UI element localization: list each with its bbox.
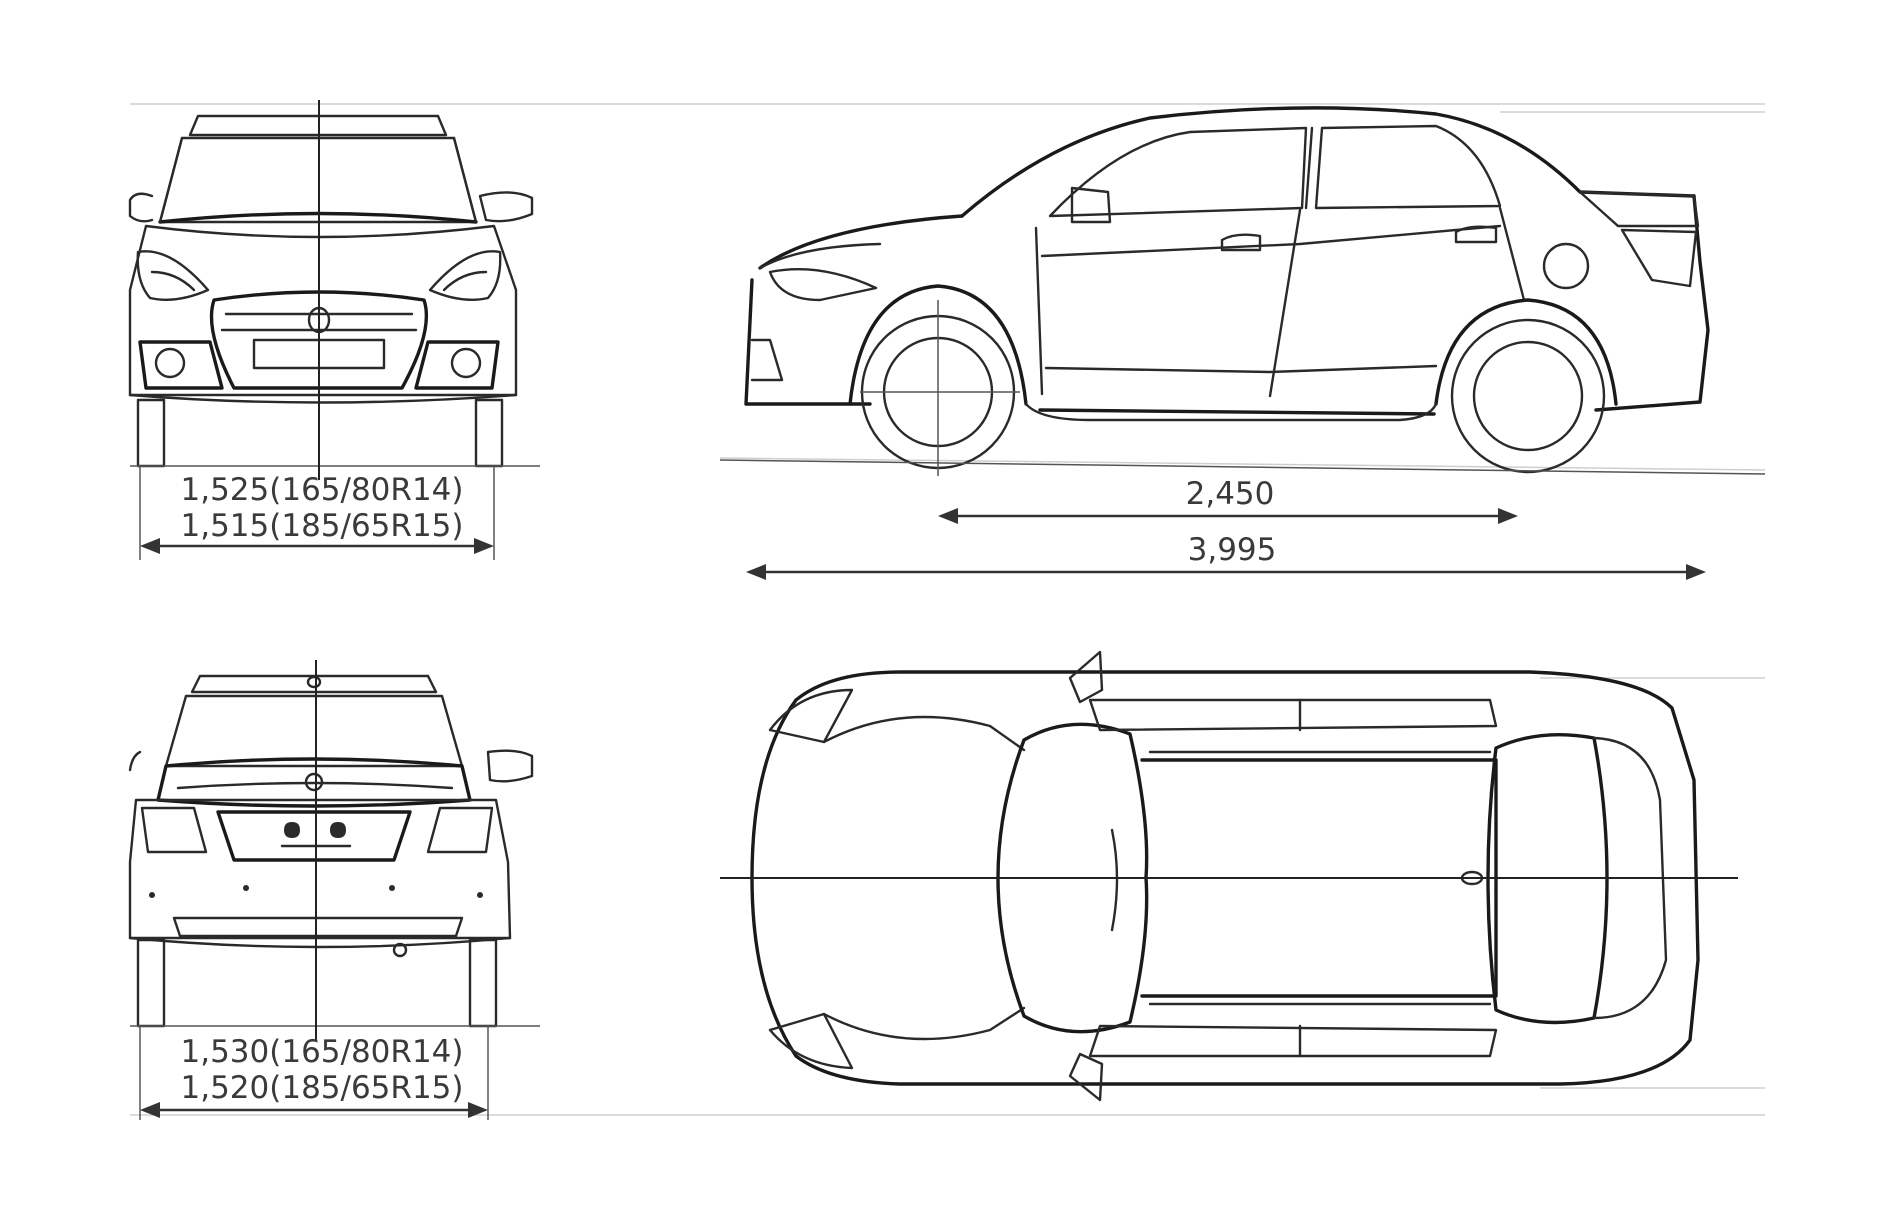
dimension-labels: 1,525(165/80R14) 1,515(185/65R15) 1,530(… xyxy=(181,472,1277,1106)
overall-length-label: 3,995 xyxy=(1188,532,1277,568)
front-track-label-2: 1,515(185/65R15) xyxy=(181,508,464,544)
front-view xyxy=(128,100,540,480)
front-track-label-1: 1,525(165/80R14) xyxy=(181,472,464,508)
dimension-lines xyxy=(139,466,1706,1120)
reference-frame xyxy=(130,103,1766,1116)
side-view xyxy=(719,106,1766,476)
top-view xyxy=(720,650,1738,1102)
rear-track-label-1: 1,530(165/80R14) xyxy=(181,1034,464,1070)
rear-track-label-2: 1,520(185/65R15) xyxy=(181,1070,464,1106)
wheelbase-label: 2,450 xyxy=(1186,476,1275,512)
rear-view xyxy=(128,660,540,1040)
